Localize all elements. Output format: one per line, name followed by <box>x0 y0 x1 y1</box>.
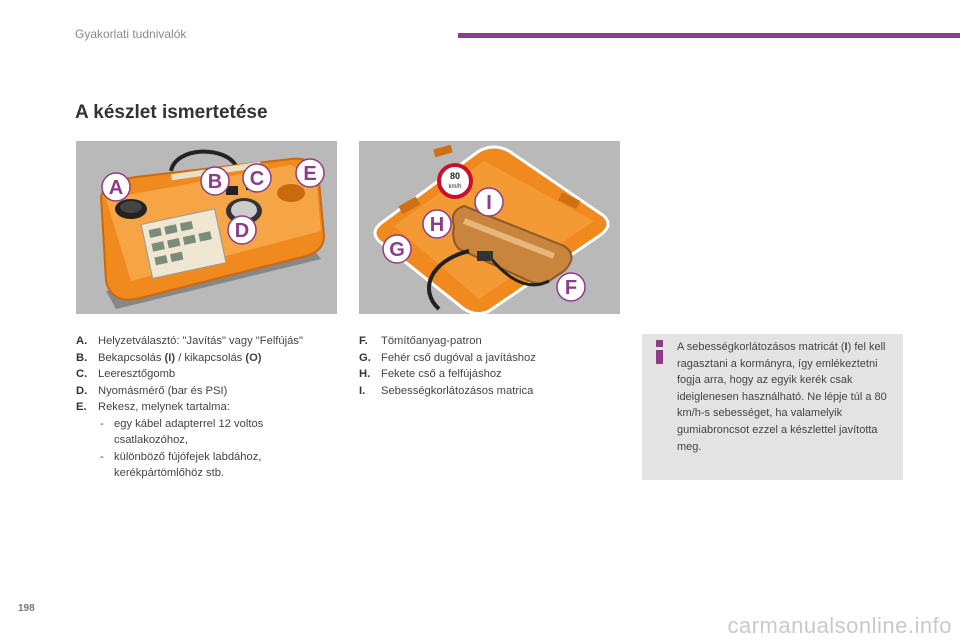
svg-text:G: G <box>389 239 405 261</box>
item-text: Bekapcsolás (I) / kikapcsolás (O) <box>98 351 262 364</box>
item-text: Helyzetválasztó: "Javítás" vagy "Felfújá… <box>98 335 303 347</box>
svg-text:km/h: km/h <box>448 184 461 190</box>
info-icon <box>654 340 666 366</box>
svg-text:F: F <box>565 277 577 299</box>
callout-i: I <box>474 187 504 217</box>
callout-b: B <box>200 166 230 196</box>
callout-h: H <box>422 209 452 239</box>
list-item: G. Fehér cső dugóval a javításhoz <box>359 350 619 367</box>
item-text: Tömítőanyag-patron <box>381 335 482 347</box>
page-number: 198 <box>18 603 35 614</box>
item-key: I. <box>359 384 366 397</box>
callout-d: D <box>227 215 257 245</box>
item-text: Rekesz, melynek tartalma: <box>98 401 230 413</box>
info-box: A sebességkorlátozásos matricát (I) fel … <box>642 334 903 480</box>
item-key: A. <box>76 335 88 347</box>
list-subitem: - különböző fújófejek labdához, kerékpár… <box>100 450 262 480</box>
list-item: B. Bekapcsolás (I) / kikapcsolás (O) <box>76 350 336 367</box>
svg-text:I: I <box>486 192 492 214</box>
speed-sticker: 80 km/h <box>437 163 473 199</box>
kit-bottom-illustration: 80 km/h F G H I <box>359 141 620 314</box>
info-text: A sebességkorlátozásos matricát (I) fel … <box>677 341 887 453</box>
callout-g: G <box>382 234 412 264</box>
item-key: E. <box>76 401 87 413</box>
callout-a: A <box>101 172 131 202</box>
callout-e: E <box>295 158 325 188</box>
item-key: F. <box>359 335 368 347</box>
page-title: A készlet ismertetése <box>75 102 268 123</box>
item-key: D. <box>76 384 88 397</box>
kit-top-illustration: A B C D E <box>76 141 337 314</box>
svg-text:E: E <box>303 163 316 185</box>
item-text: Sebességkorlátozásos matrica <box>381 384 534 397</box>
list-item: I. Sebességkorlátozásos matrica <box>359 383 619 400</box>
svg-text:80: 80 <box>450 171 460 181</box>
parts-list-left: A. Helyzetválasztó: "Javítás" vagy "Felf… <box>76 333 336 482</box>
callout-c: C <box>242 163 272 193</box>
item-text: Fehér cső dugóval a javításhoz <box>381 351 536 364</box>
list-item: E. Rekesz, melynek tartalma: <box>76 399 336 416</box>
list-item: D. Nyomásmérő (bar és PSI) <box>76 383 336 400</box>
parts-list-right: F. Tömítőanyag-patron G. Fehér cső dugóv… <box>359 333 619 399</box>
list-item: H. Fekete cső a felfújáshoz <box>359 366 619 383</box>
svg-text:A: A <box>109 177 123 199</box>
svg-text:H: H <box>430 214 444 236</box>
list-item: A. Helyzetválasztó: "Javítás" vagy "Felf… <box>76 333 336 350</box>
item-text: Nyomásmérő (bar és PSI) <box>98 384 228 397</box>
item-key: H. <box>359 368 371 380</box>
header-accent-bar <box>458 33 960 38</box>
item-text: Leeresztőgomb <box>98 368 176 380</box>
watermark: carmanualsonline.info <box>727 613 952 638</box>
item-key: G. <box>359 351 371 364</box>
svg-text:C: C <box>250 168 264 190</box>
list-subitem: - egy kábel adapterrel 12 voltos csatlak… <box>100 417 264 447</box>
item-key: C. <box>76 368 88 380</box>
list-item: C. Leeresztőgomb <box>76 366 336 383</box>
svg-text:B: B <box>208 171 222 193</box>
list-item: F. Tömítőanyag-patron <box>359 333 619 350</box>
svg-text:D: D <box>235 220 249 242</box>
section-header: Gyakorlati tudnivalók <box>75 27 187 41</box>
item-text: Fekete cső a felfújáshoz <box>381 368 502 380</box>
item-key: B. <box>76 351 88 364</box>
callout-f: F <box>556 272 586 302</box>
